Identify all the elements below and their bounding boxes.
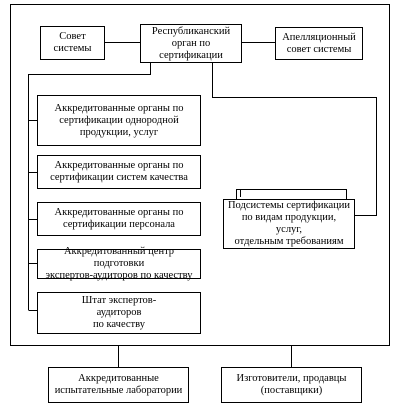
node-training-center: Аккредитованный центр подготовки эксперт… bbox=[37, 246, 201, 281]
node-bodies-quality: Аккредитованные органы по сертификации с… bbox=[37, 155, 201, 189]
node-republic-body: Республиканский орган по сертификации bbox=[140, 24, 242, 63]
node-experts-staff: Штат экспертов- аудиторов по качеству bbox=[37, 292, 201, 334]
connector-republic-subsystems bbox=[212, 63, 377, 216]
node-appeal-council: Апелляционный совет системы bbox=[275, 27, 363, 60]
node-bodies-products: Аккредитованные органы по сертификации о… bbox=[37, 95, 201, 146]
node-bodies-personnel: Аккредитованные органы по сертификации п… bbox=[37, 202, 201, 236]
node-labs: Аккредитованные испытательные лаборатори… bbox=[48, 367, 189, 403]
subsystems-bracket bbox=[236, 189, 347, 199]
node-subsystems: Подсистемы сертификации по видам продукц… bbox=[223, 199, 355, 249]
node-manufacturers: Изготовители, продавцы (поставщики) bbox=[221, 367, 362, 403]
system-outer-frame bbox=[10, 4, 390, 346]
node-council: Совет системы bbox=[40, 26, 105, 60]
connector-republic-left-spine bbox=[28, 63, 151, 310]
